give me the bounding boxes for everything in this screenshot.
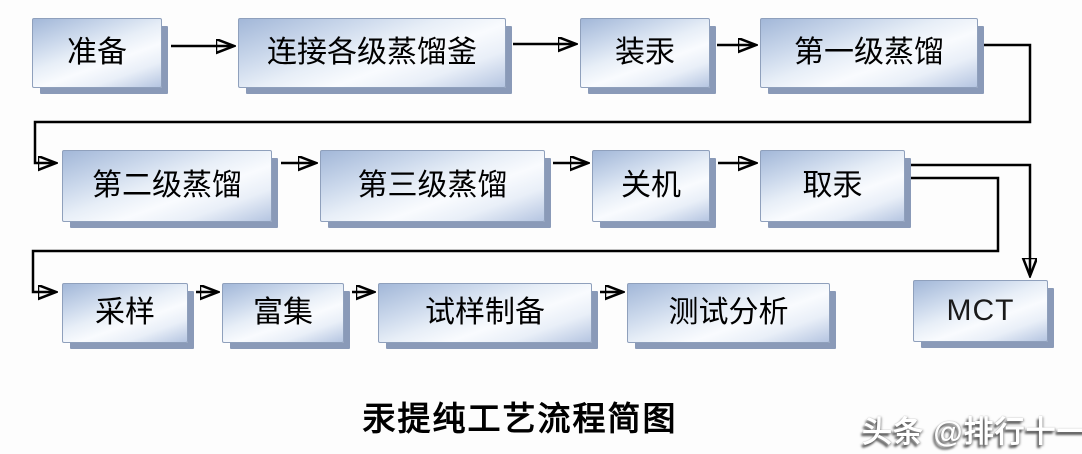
flow-node-load-mercury: 装汞: [580, 18, 710, 88]
flow-node-sampling: 采样: [62, 283, 188, 343]
flow-node-second-stage-distillation: 第二级蒸馏: [62, 150, 272, 222]
edge-collect-mercury-to-mct: [905, 163, 1030, 275]
flow-node-sample-preparation: 试样制备: [378, 283, 592, 343]
diagram-title: 汞提纯工艺流程简图: [362, 400, 678, 437]
toutiao-watermark: 头条 @排行十一: [862, 416, 1082, 449]
flow-node-third-stage-distillation: 第三级蒸馏: [320, 150, 545, 222]
flow-node-shutdown: 关机: [592, 150, 710, 222]
flow-node-test-analysis: 测试分析: [627, 283, 830, 343]
flow-node-prepare: 准备: [32, 18, 162, 88]
flow-node-connect-stills: 连接各级蒸馏釜: [238, 18, 506, 88]
flow-node-mct: MCT: [913, 280, 1048, 342]
flow-node-first-stage-distillation: 第一级蒸馏: [760, 18, 978, 88]
flow-node-enrichment: 富集: [222, 283, 344, 343]
flow-node-collect-mercury: 取汞: [760, 150, 905, 222]
